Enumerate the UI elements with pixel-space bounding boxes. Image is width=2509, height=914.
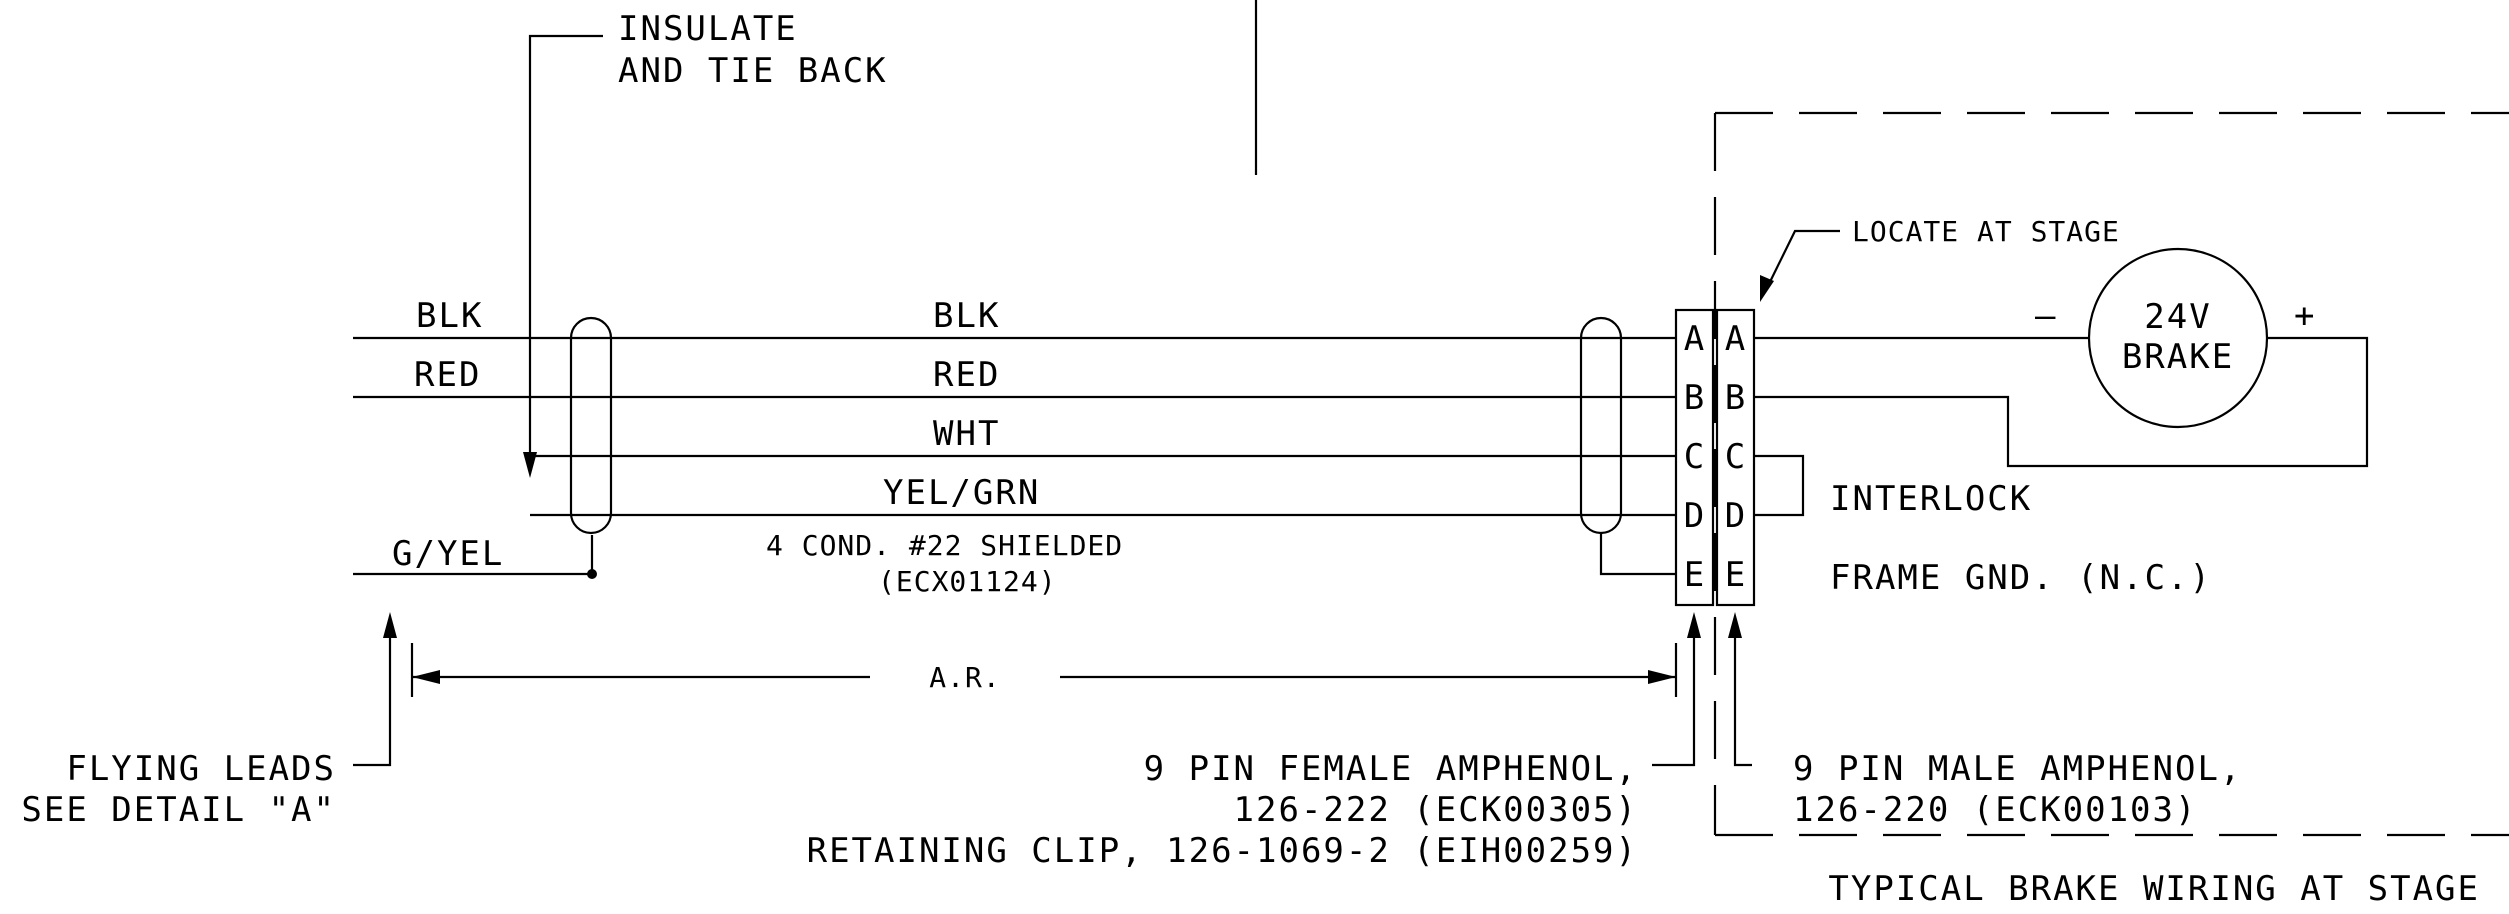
insulate-label-line2: AND TIE BACK (618, 51, 888, 91)
label-red-mid: RED (933, 355, 1000, 395)
male-pin-a: A (1725, 319, 1745, 359)
male-connector-label-line2: 126-220 (ECK00103) (1793, 790, 2197, 830)
insulate-leader (523, 34, 603, 478)
male-pin-c: C (1725, 437, 1745, 477)
male-pin-d: D (1725, 496, 1745, 536)
brake-label-line2: BRAKE (2122, 337, 2234, 377)
insulate-label-line1: INSULATE (618, 9, 798, 49)
label-wht-mid: WHT (933, 414, 1000, 454)
ar-dimension (410, 643, 1678, 697)
shield-drain-wire (1599, 533, 1676, 576)
frame-gnd-label: FRAME GND. (N.C.) (1830, 558, 2212, 598)
female-pin-d: D (1684, 496, 1704, 536)
label-blk-mid: BLK (933, 296, 1000, 336)
label-red-left: RED (414, 355, 481, 395)
connector-male (1715, 308, 1756, 607)
female-pin-b: B (1684, 378, 1704, 418)
interlock-jumper (1754, 454, 1805, 517)
female-leader (1652, 612, 1701, 767)
brake-symbol (2087, 247, 2269, 429)
locate-at-stage-label: LOCATE AT STAGE (1852, 215, 2120, 248)
female-pin-e: E (1684, 555, 1704, 595)
diagram-caption: TYPICAL BRAKE WIRING AT STAGE (1828, 869, 2480, 909)
interlock-label: INTERLOCK (1830, 479, 2032, 519)
wire-gyel (353, 535, 597, 579)
wire-to-brake-plus (1754, 336, 2369, 468)
male-leader (1728, 612, 1752, 767)
label-gyel: G/YEL (392, 534, 504, 574)
connector-female (1674, 308, 1715, 607)
cable-spec-line2: (ECX01124) (878, 565, 1057, 598)
cable-spec-line1: 4 COND. #22 SHIELDED (766, 529, 1123, 562)
stage-boundary (1713, 111, 2509, 837)
ar-label: A.R. (929, 661, 1000, 694)
male-pin-e: E (1725, 555, 1745, 595)
label-yelgrn-mid: YEL/GRN (883, 473, 1040, 513)
female-pin-c: C (1684, 437, 1704, 477)
shield-left (569, 316, 613, 535)
flying-leads-leader (353, 612, 397, 767)
label-blk-left: BLK (416, 296, 483, 336)
brake-plus-label: + (2294, 296, 2316, 336)
brake-label-line1: 24V (2144, 297, 2211, 337)
female-connector-label-line2: 126-222 (ECK00305) (1234, 790, 1638, 830)
male-pin-b: B (1725, 378, 1745, 418)
shield-right (1579, 316, 1623, 535)
locate-leader (1760, 229, 1840, 302)
female-connector-label-line1: 9 PIN FEMALE AMPHENOL, (1144, 749, 1638, 789)
flying-leads-label-line1: FLYING LEADS (66, 749, 336, 789)
brake-minus-label: – (2035, 296, 2057, 336)
female-pin-a: A (1684, 319, 1704, 359)
retaining-clip-label: RETAINING CLIP, 126-1069-2 (EIH00259) (807, 831, 1638, 871)
male-connector-label-line1: 9 PIN MALE AMPHENOL, (1793, 749, 2242, 789)
flying-leads-label-line2: SEE DETAIL "A" (21, 790, 336, 830)
